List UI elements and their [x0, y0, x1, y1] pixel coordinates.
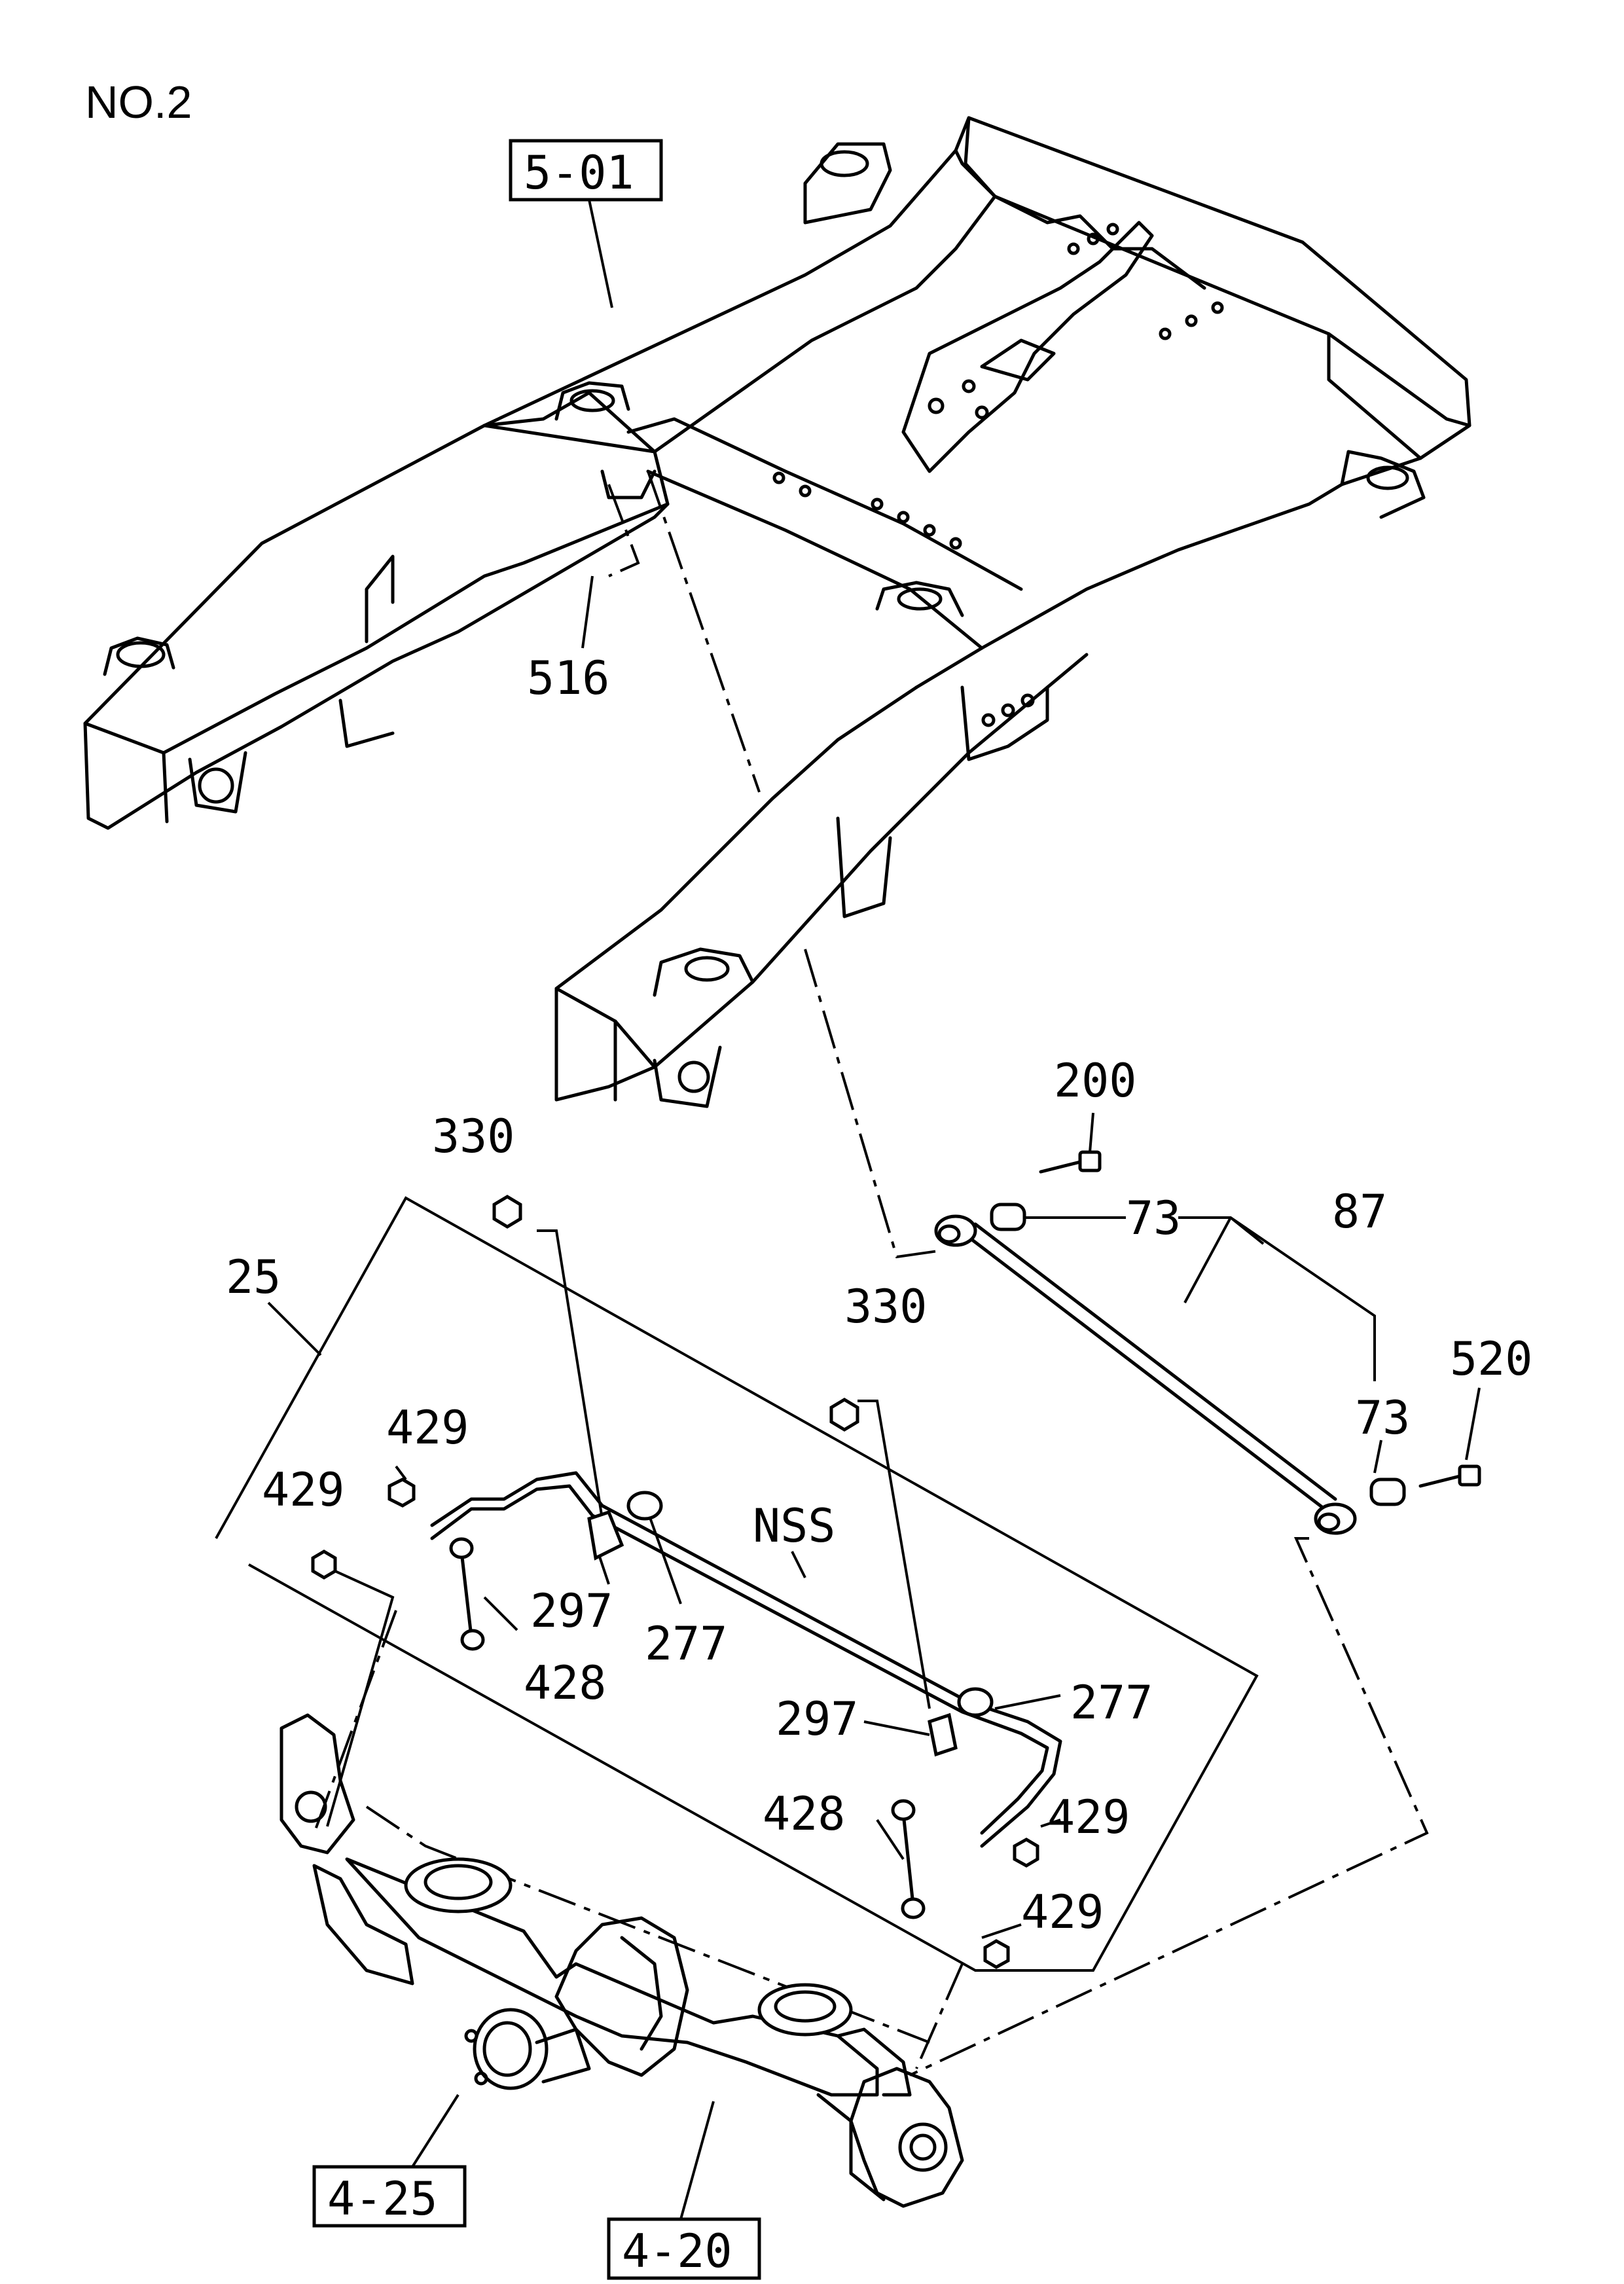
label-297-right: 297 [776, 1692, 858, 1746]
leader-lines [215, 199, 1481, 2220]
label-87: 87 [1332, 1185, 1387, 1239]
ref-differential-label: 4-25 [327, 2172, 438, 2226]
label-330-right: 330 [844, 1280, 927, 1333]
ref-box-axle: 4-20 [607, 2217, 761, 2280]
bolt-520 [1418, 1464, 1481, 1488]
label-277-left: 277 [645, 1617, 727, 1671]
rod-end-bushing-top [934, 1214, 977, 1247]
label-429-d: 429 [1021, 1885, 1104, 1939]
label-428-left: 428 [524, 1656, 606, 1710]
page-title: NO.2 [85, 77, 192, 128]
label-25: 25 [226, 1250, 281, 1304]
label-277-right: 277 [1070, 1676, 1153, 1730]
chassis-frame [83, 116, 1471, 1108]
rear-axle [280, 1713, 964, 2208]
label-73-bottom: 73 [1355, 1391, 1410, 1445]
rod-end-bushing-bottom [1314, 1502, 1357, 1535]
ref-box-frame: 5-01 [509, 139, 663, 202]
ref-axle-label: 4-20 [622, 2224, 732, 2278]
lateral-rod [934, 1150, 1481, 1535]
nut-330-right [829, 1398, 859, 1432]
label-nss: NSS [753, 1499, 835, 1553]
label-297-left: 297 [530, 1584, 613, 1638]
bolt-200 [1039, 1150, 1102, 1174]
ref-box-differential: 4-25 [312, 2165, 467, 2228]
label-73-top: 73 [1126, 1191, 1181, 1245]
label-330-left: 330 [432, 1110, 514, 1163]
nut-330-left [492, 1195, 522, 1229]
label-429-b: 429 [262, 1463, 344, 1517]
label-200: 200 [1054, 1054, 1136, 1108]
label-429-c: 429 [1047, 1790, 1130, 1844]
label-520: 520 [1450, 1332, 1532, 1386]
stabilizer-bar [311, 1195, 1062, 1969]
part-labels: 516 200 73 87 73 520 330 330 25 NSS 429 … [226, 651, 1532, 1939]
label-429-a: 429 [386, 1401, 469, 1455]
label-516: 516 [527, 651, 609, 705]
bushing-73-top [990, 1203, 1026, 1231]
ref-frame-label: 5-01 [524, 146, 634, 200]
bushing-73-bottom [1369, 1477, 1406, 1506]
label-428-right: 428 [763, 1787, 845, 1841]
